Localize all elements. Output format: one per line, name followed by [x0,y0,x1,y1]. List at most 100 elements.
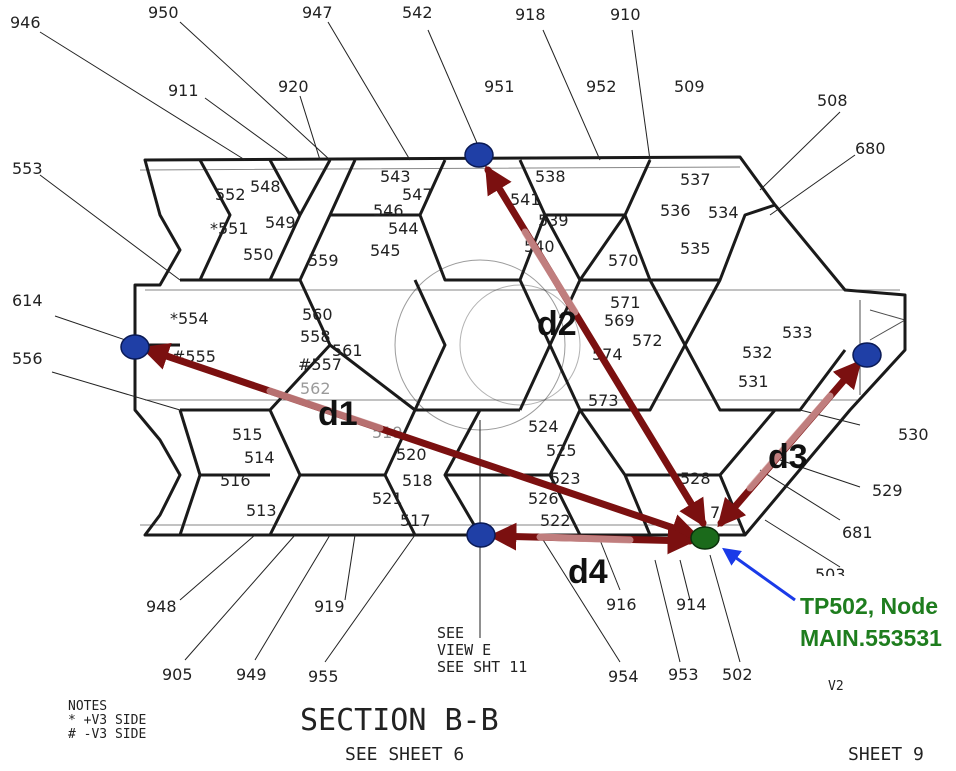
label-532: 532 [742,343,773,362]
label-538: 538 [535,167,566,186]
section-subtitle: SEE SHEET 6 [345,744,464,765]
node-top[interactable] [464,142,494,168]
section-title: SECTION B-B [300,703,499,738]
label-547: 547 [402,185,433,204]
d2-arrow [484,165,707,528]
node-tp502[interactable] [690,526,720,550]
label-526: 526 [528,489,559,508]
label-544: 544 [388,219,419,238]
label-541: 541 [510,190,541,209]
label-518: 518 [402,471,433,490]
notes-block: NOTES * +V3 SIDE # -V3 SIDE [68,699,146,742]
d3-arrow-highlight [746,392,834,492]
d1-arrow-highlight [266,387,384,432]
label-543: 543 [380,167,411,186]
label-551: *551 [210,219,249,238]
label-531: 531 [738,372,769,391]
label-502: 502 [722,665,753,684]
leader-lines [39,21,861,663]
label-514: 514 [244,448,275,467]
label-536: 536 [660,201,691,220]
see-note-line1: SEE [437,624,464,642]
d2-arrow-highlight [521,228,579,316]
label-516: 516 [220,471,251,490]
d4-label: d4 [568,553,608,591]
label-919: 919 [314,597,345,616]
label-530: 530 [898,425,929,444]
label-573: 573 [588,391,619,410]
tp502-callout: TP502, Node MAIN.553531 [722,547,942,651]
label-535: 535 [680,239,711,258]
label-548: 548 [250,177,281,196]
label-556: 556 [12,349,43,368]
label-549: 549 [265,213,296,232]
label-955: 955 [308,667,339,686]
notes-line1: * +V3 SIDE [68,713,146,728]
label-554: *554 [170,309,209,328]
label-553: 553 [12,159,43,178]
distance-arrows [140,165,862,555]
label-533: 533 [782,323,813,342]
label-545: 545 [370,241,401,260]
label-525: 525 [546,441,577,460]
label-914: 914 [676,595,707,614]
label-550: 550 [243,245,274,264]
node-left[interactable] [120,334,150,360]
label-918: 918 [515,5,546,24]
label-920: 920 [278,77,309,96]
callout-line2: MAIN.553531 [800,625,942,651]
see-view-note: SEE VIEW E SEE SHT 11 V2 [437,624,844,694]
label-953: 953 [668,665,699,684]
sheet-number: SHEET 9 [848,744,924,765]
label-560: 560 [302,305,333,324]
label-522: 522 [540,511,571,530]
section-title-block: SECTION B-B SEE SHEET 6 SHEET 9 [300,703,924,765]
label-515: 515 [232,425,263,444]
notes-line2: # -V3 SIDE [68,727,146,742]
label-509: 509 [674,77,705,96]
d1-label: d1 [318,395,358,433]
callout-pointer [722,547,796,602]
label-947: 947 [302,3,333,22]
label-614: 614 [12,291,43,310]
label-542: 542 [402,3,433,22]
d3-label: d3 [768,438,808,476]
label-527: 7 [710,503,720,522]
label-534: 534 [708,203,739,222]
label-559: 559 [308,251,339,270]
label-951: 951 [484,77,515,96]
label-513: 513 [246,501,277,520]
label-946: 946 [10,13,41,32]
callout-line1: TP502, Node [800,593,938,619]
label-910: 910 [610,5,641,24]
label-571: 571 [610,293,641,312]
see-note-line2: VIEW E [437,641,491,659]
label-954: 954 [608,667,639,686]
label-558: 558 [300,327,331,346]
label-528: 528 [680,469,711,488]
label-529: 529 [872,481,903,500]
label-949: 949 [236,665,267,684]
label-508: 508 [817,91,848,110]
node-right[interactable] [852,342,882,368]
label-503: 503 [815,565,846,584]
v2-label: V2 [828,679,844,694]
d2-label: d2 [537,305,577,343]
label-537: 537 [680,170,711,189]
see-note-line3: SEE SHT 11 [437,658,527,676]
label-546: 546 [373,201,404,220]
measurement-nodes [120,142,882,550]
distance-labels: d1 d2 d3 d4 [318,305,808,591]
label-952: 952 [586,77,617,96]
label-905: 905 [162,665,193,684]
label-948: 948 [146,597,177,616]
label-680: 680 [855,139,886,158]
label-520: 520 [396,445,427,464]
label-557: #557 [298,355,342,374]
node-bottom[interactable] [466,522,496,548]
label-517: 517 [400,511,431,530]
label-572: 572 [632,331,663,350]
d4-arrow-highlight [536,533,634,544]
